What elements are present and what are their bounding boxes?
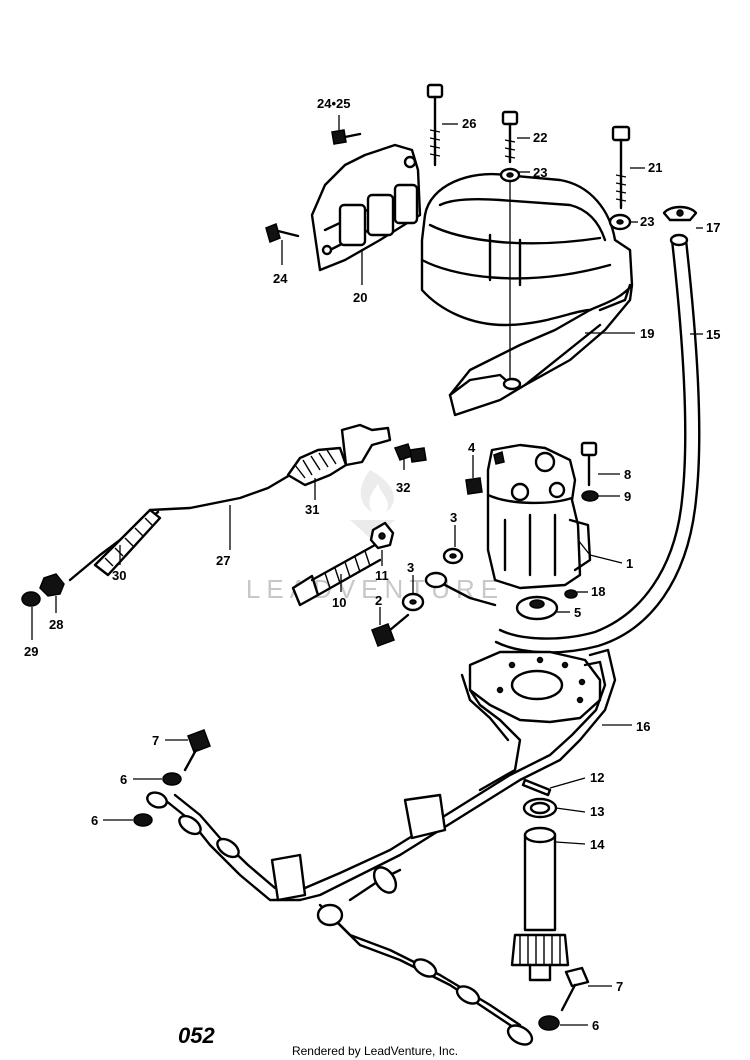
callout-10: 10 — [332, 595, 346, 610]
callout-1: 1 — [626, 556, 633, 571]
callout-21: 21 — [648, 160, 662, 175]
footer-credit: Rendered by LeadVenture, Inc. — [292, 1044, 458, 1058]
cable-assembly-27 — [68, 423, 392, 582]
callout-18: 18 — [591, 584, 605, 599]
leader-lines — [31, 115, 703, 1026]
callout-13: 13 — [590, 804, 604, 819]
nut-11 — [369, 521, 395, 550]
washer-3b — [401, 592, 425, 612]
terminal-cable — [424, 571, 497, 607]
washer-6c — [538, 1015, 560, 1031]
washer-23b — [608, 213, 632, 231]
callout-8: 8 — [624, 467, 631, 482]
callout-9: 9 — [624, 489, 631, 504]
clip-32 — [393, 443, 427, 463]
washer-6b — [133, 813, 153, 827]
bolt-21 — [611, 125, 631, 210]
callout-3b: 3 — [407, 560, 414, 575]
callout-11: 11 — [375, 568, 389, 583]
bolt-7b — [560, 966, 590, 1012]
bolt-7a — [183, 729, 211, 772]
callout-19: 19 — [640, 326, 654, 341]
washer-29 — [21, 591, 41, 607]
callout-14: 14 — [590, 837, 605, 852]
callout-24-25: 24•25 — [317, 96, 350, 111]
callout-12: 12 — [590, 770, 604, 785]
washer-3a — [442, 547, 464, 565]
callout-7b: 7 — [616, 979, 623, 994]
screw-4 — [465, 477, 483, 495]
key-12 — [521, 778, 552, 797]
bolt-22 — [501, 110, 519, 164]
engine-cover — [420, 172, 634, 417]
callout-28: 28 — [49, 617, 63, 632]
bolt-2 — [371, 613, 410, 647]
washer-9 — [581, 490, 599, 502]
callout-4: 4 — [468, 440, 476, 455]
screw-24 — [265, 222, 300, 244]
washer-18 — [564, 589, 578, 599]
callout-16: 16 — [636, 719, 650, 734]
callout-24: 24 — [273, 271, 288, 286]
control-unit-1 — [486, 443, 592, 590]
screw-24-25 — [331, 129, 362, 145]
hose-15 — [494, 233, 701, 654]
callout-3a: 3 — [450, 510, 457, 525]
callout-labels: 24•25 26 22 23 21 23 17 24 20 19 15 4 8 … — [24, 96, 720, 1033]
callout-23b: 23 — [640, 214, 654, 229]
stator-harness-16 — [146, 648, 617, 1046]
callout-2: 2 — [375, 593, 382, 608]
washer-13 — [522, 797, 558, 819]
clip-17 — [662, 205, 698, 222]
callout-23a: 23 — [533, 165, 547, 180]
callout-32: 32 — [396, 480, 410, 495]
callout-20: 20 — [353, 290, 367, 305]
callout-15: 15 — [706, 327, 720, 342]
ignition-coil-bracket — [310, 143, 422, 272]
callout-30: 30 — [112, 568, 126, 583]
watermark-text: LEADVENTURE — [246, 574, 504, 604]
callout-29: 29 — [24, 644, 38, 659]
shaft-14 — [510, 826, 570, 982]
callout-6c: 6 — [592, 1018, 599, 1033]
page-number: 052 — [178, 1023, 215, 1048]
callout-5: 5 — [574, 605, 581, 620]
bolt-8 — [580, 441, 598, 487]
nut-28 — [39, 573, 65, 597]
callout-6b: 6 — [91, 813, 98, 828]
callout-7a: 7 — [152, 733, 159, 748]
callout-22: 22 — [533, 130, 547, 145]
bolt-26 — [426, 83, 444, 167]
washer-23a — [499, 167, 521, 183]
collar-5 — [515, 595, 559, 621]
stud-10 — [291, 543, 382, 607]
callout-26: 26 — [462, 116, 476, 131]
callout-27: 27 — [216, 553, 230, 568]
callout-17: 17 — [706, 220, 720, 235]
washer-6a — [162, 772, 182, 786]
callout-31: 31 — [305, 502, 319, 517]
callout-6a: 6 — [120, 772, 127, 787]
